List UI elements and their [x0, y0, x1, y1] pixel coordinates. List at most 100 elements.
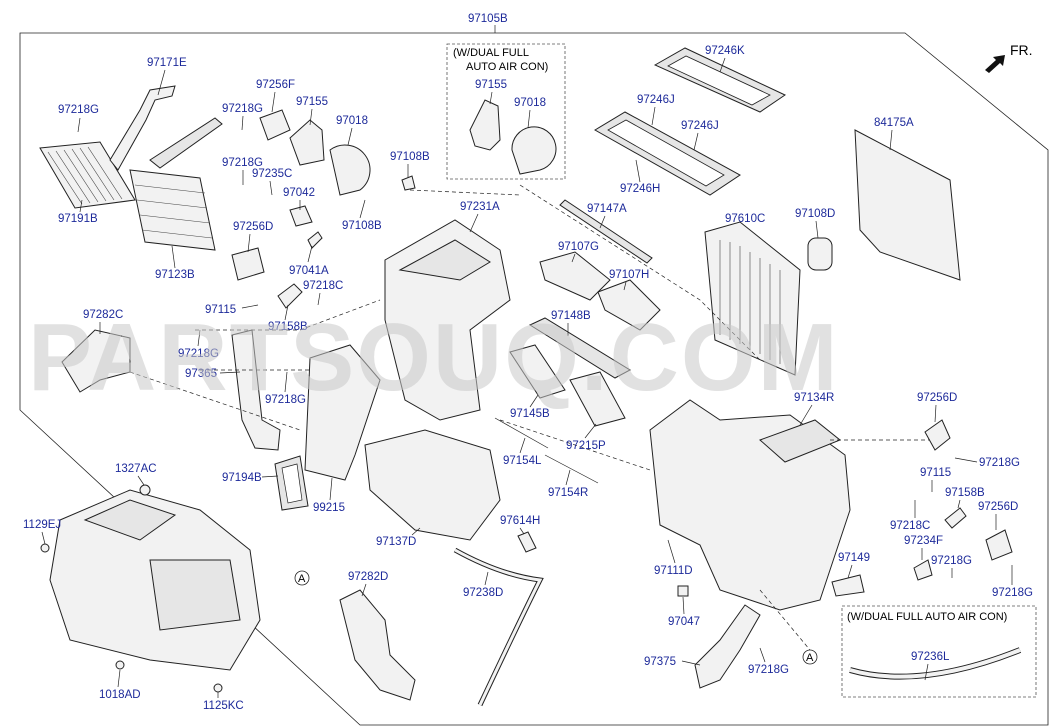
part-97018-b: [511, 126, 557, 175]
label-1125KC: 1125KC: [203, 700, 244, 712]
part-97107G: [539, 251, 611, 301]
label-97246H: 97246H: [620, 183, 660, 195]
label-97218G-c: 97218G: [222, 157, 263, 169]
label-97147A: 97147A: [587, 203, 627, 215]
label-97610C: 97610C: [725, 213, 765, 225]
hvac-assembly-unit: [49, 489, 261, 671]
label-97238D: 97238D: [463, 587, 503, 599]
part-97610C: [704, 221, 801, 376]
label-97107G: 97107G: [558, 241, 599, 253]
label-97105B: 97105B: [468, 13, 508, 25]
part-97155-b: [469, 99, 501, 151]
front-direction-marker: FR.: [985, 42, 1033, 73]
part-97042: [289, 205, 313, 227]
label-97614H: 97614H: [500, 515, 540, 527]
part-97018-a: [329, 144, 371, 196]
label-97256D-b: 97256D: [917, 392, 957, 404]
label-97218C-b: 97218C: [890, 520, 930, 532]
part-97155-a: [289, 119, 325, 166]
svg-text:A: A: [298, 573, 306, 585]
label-97018-b: 97018: [514, 97, 546, 109]
label-97246K: 97246K: [705, 45, 745, 57]
part-97256D-a: [231, 247, 265, 281]
dual-auto-box-bottom: (W/DUAL FULL AUTO AIR CON): [841, 605, 1037, 698]
label-97246J-a: 97246J: [637, 94, 675, 106]
part-97191B: [39, 141, 136, 209]
label-97137D: 97137D: [376, 536, 416, 548]
svg-text:(W/DUAL FULL: (W/DUAL FULL: [453, 47, 529, 59]
arrow-icon: [985, 55, 1005, 73]
label-1129EJ: 1129EJ: [23, 519, 61, 531]
label-97158B-a: 97158B: [268, 321, 308, 333]
part-97158B-b: [944, 507, 967, 529]
part-97047: [677, 585, 689, 597]
label-97018-a: 97018: [336, 115, 368, 127]
label-97149: 97149: [838, 552, 870, 564]
part-97246K: [653, 47, 787, 113]
label-1018AD: 1018AD: [99, 689, 141, 701]
label-97234F: 97234F: [904, 535, 943, 547]
label-84175A: 84175A: [874, 117, 914, 129]
part-97154R: [544, 454, 599, 484]
part-97147A: [559, 199, 653, 264]
part-97194B: [274, 455, 309, 511]
part-97137D: [364, 429, 501, 541]
label-97218G-f: 97218G: [979, 457, 1020, 469]
svg-text:A: A: [806, 652, 814, 664]
label-97218G-i: 97218G: [748, 664, 789, 676]
assembly-guide-lines: [129, 184, 930, 651]
label-97231A: 97231A: [460, 201, 500, 213]
label-97256D-c: 97256D: [978, 501, 1018, 513]
label-97218G-h: 97218G: [992, 587, 1033, 599]
label-97236L: 97236L: [911, 651, 950, 663]
part-97145B: [509, 344, 566, 399]
reference-marker-a-left: A: [294, 570, 310, 586]
label-97246J-b: 97246J: [681, 120, 719, 132]
part-97234F: [913, 559, 933, 581]
part-97154L: [494, 417, 549, 449]
part-99215: [304, 344, 381, 481]
label-97115-b: 97115: [920, 467, 951, 479]
label-97154L: 97154L: [503, 455, 542, 467]
label-97235C: 97235C: [252, 168, 292, 180]
part-97149: [831, 574, 865, 597]
part-97215P: [569, 371, 626, 427]
label-97107H: 97107H: [609, 269, 649, 281]
label-99215: 99215: [313, 502, 345, 514]
label-97154R: 97154R: [548, 487, 588, 499]
svg-text:FR.: FR.: [1010, 42, 1033, 58]
label-97256F: 97256F: [256, 79, 295, 91]
label-97218G-g: 97218G: [931, 555, 972, 567]
part-97108B: [401, 175, 416, 191]
label-97282D: 97282D: [348, 571, 388, 583]
part-97236L: [849, 647, 1022, 680]
part-97246H: [594, 111, 741, 196]
part-97282D: [339, 589, 416, 701]
part-97158B-a: [277, 283, 303, 309]
part-97375: [694, 604, 761, 689]
label-97111D: 97111D: [654, 565, 693, 577]
label-97158B-b: 97158B: [945, 487, 985, 499]
label-97047: 97047: [668, 616, 700, 628]
watermark: PARTSOUQ.COM: [28, 304, 840, 411]
label-97218C-a: 97218C: [303, 280, 343, 292]
label-97375: 97375: [644, 656, 676, 668]
assembly-frame: [19, 25, 1049, 726]
part-97107H: [597, 279, 661, 331]
svg-text:(W/DUAL FULL AUTO AIR CON): (W/DUAL FULL AUTO AIR CON): [847, 611, 1007, 623]
label-97191B: 97191B: [58, 213, 98, 225]
label-97108B-a: 97108B: [390, 151, 430, 163]
label-1327AC: 1327AC: [115, 463, 157, 475]
part-97256D-b: [924, 419, 951, 451]
svg-text:AUTO AIR CON): AUTO AIR CON): [466, 61, 548, 73]
part-97238D: [453, 547, 544, 707]
dual-auto-box-top: (W/DUAL FULL AUTO AIR CON): [446, 43, 566, 180]
label-97108D: 97108D: [795, 208, 835, 220]
label-97171E: 97171E: [147, 57, 187, 69]
label-97218G-e: 97218G: [265, 394, 306, 406]
label-97256D-a: 97256D: [233, 221, 273, 233]
label-97145B: 97145B: [510, 408, 550, 420]
label-97218G-d: 97218G: [178, 348, 219, 360]
part-97171E: [109, 85, 176, 171]
